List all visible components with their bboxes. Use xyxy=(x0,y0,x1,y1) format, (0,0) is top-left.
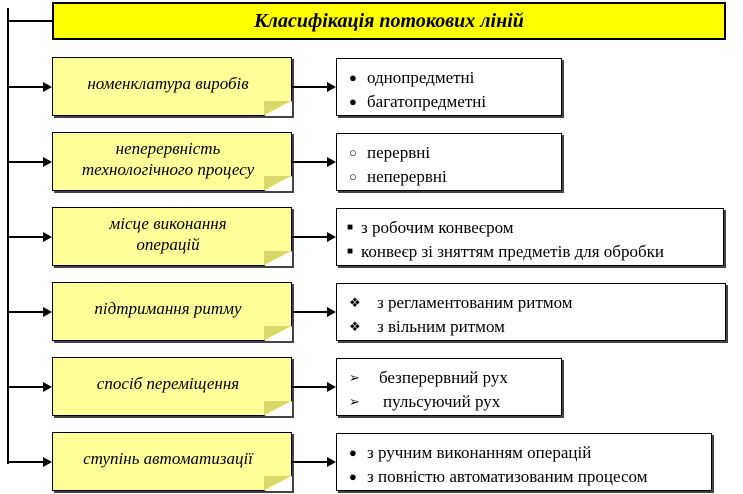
category-box-6: ступінь автоматизації xyxy=(52,432,292,491)
bullet-icon: ● xyxy=(349,469,357,484)
category-box-1: номенклатура виробів xyxy=(52,57,292,116)
category-box-4: підтримання ритму xyxy=(52,282,292,341)
page-fold-shade-6 xyxy=(264,476,291,490)
bullet-icon: ○ xyxy=(349,169,357,184)
option-item: ● з повністю автоматизованим процесом xyxy=(349,465,701,489)
option-connector-2 xyxy=(292,161,327,163)
option-item: ○ перервні xyxy=(349,141,551,165)
option-connector-4 xyxy=(292,311,327,313)
option-item: ○ неперервні xyxy=(349,165,551,189)
option-text: безперервний рух xyxy=(379,368,508,387)
branch-line-4 xyxy=(7,311,43,313)
category-box-5: спосіб переміщення xyxy=(52,357,292,416)
title-text: Класифікація потокових ліній xyxy=(254,9,524,32)
option-item: ➢ пульсуючий рух xyxy=(349,390,551,414)
category-box-2: неперервність технологічного процесу xyxy=(52,132,292,191)
branch-arrow-2 xyxy=(43,157,52,167)
option-arrow-6 xyxy=(327,457,336,467)
branch-line-6 xyxy=(7,461,43,463)
category-label-6: ступінь автоматизації xyxy=(83,449,253,468)
page-fold-shade-5 xyxy=(264,401,291,415)
diagram-title: Класифікація потокових ліній xyxy=(52,2,726,40)
option-text: однопредметні xyxy=(367,68,475,87)
branch-arrow-5 xyxy=(43,382,52,392)
options-box-2: ○ перервні ○ неперервні xyxy=(336,133,562,191)
option-arrow-2 xyxy=(327,157,336,167)
bullet-icon: ○ xyxy=(349,145,357,160)
branch-line-2 xyxy=(7,161,43,163)
options-box-5: ➢ безперервний рух ➢ пульсуючий рух xyxy=(336,358,562,416)
option-item: ● багатопредметні xyxy=(349,90,551,114)
title-connector xyxy=(7,20,52,22)
option-text: пульсуючий рух xyxy=(383,392,501,411)
option-text: з повністю автоматизованим процесом xyxy=(367,467,648,486)
option-item: ● з ручним виконанням операцій xyxy=(349,441,701,465)
page-fold-shade-1 xyxy=(264,101,291,115)
option-item: ❖ з регламентованим ритмом xyxy=(349,291,715,315)
category-label-3: місце виконання операцій xyxy=(109,213,227,254)
option-connector-3 xyxy=(292,236,327,238)
option-connector-5 xyxy=(292,386,327,388)
option-item: ● однопредметні xyxy=(349,66,551,90)
category-label-2: неперервність технологічного процесу xyxy=(81,138,255,179)
category-label-4: підтримання ритму xyxy=(94,299,242,318)
options-box-3: ■ з робочим конвеєром ■ конвеєр зі зняттям… xyxy=(336,208,724,266)
bullet-icon: ➢ xyxy=(349,370,360,385)
option-text: неперервні xyxy=(367,167,447,186)
page-fold-shade-3 xyxy=(264,251,291,265)
bullet-icon: ■ xyxy=(347,222,354,233)
option-text: багатопредметні xyxy=(367,92,487,111)
bullet-icon: ❖ xyxy=(349,319,361,334)
option-arrow-1 xyxy=(327,82,336,92)
option-arrow-3 xyxy=(327,232,336,242)
branch-arrow-1 xyxy=(43,82,52,92)
branch-line-3 xyxy=(7,236,43,238)
option-text: конвеєр зі зняттям предметів для обробки xyxy=(361,242,664,261)
option-arrow-4 xyxy=(327,307,336,317)
branch-arrow-6 xyxy=(43,457,52,467)
bullet-icon: ❖ xyxy=(349,295,361,310)
option-text: з ручним виконанням операцій xyxy=(367,443,592,462)
category-label-1: номенклатура виробів xyxy=(87,74,249,93)
option-item: ❖ з вільним ритмом xyxy=(349,315,715,339)
branch-line-1 xyxy=(7,86,43,88)
bullet-icon: ● xyxy=(349,94,357,109)
option-item: ■ конвеєр зі зняттям предметів для обробк… xyxy=(347,240,713,264)
option-connector-1 xyxy=(292,86,327,88)
bullet-icon: ● xyxy=(349,70,357,85)
options-box-6: ● з ручним виконанням операцій ● з повніст… xyxy=(336,433,712,491)
options-box-1: ● однопредметні ● багатопредметні xyxy=(336,58,562,116)
branch-line-5 xyxy=(7,386,43,388)
bullet-icon: ■ xyxy=(347,246,354,257)
category-box-3: місце виконання операцій xyxy=(52,207,292,266)
bullet-icon: ● xyxy=(349,445,357,460)
options-box-4: ❖ з регламентованим ритмом ❖ з вільним рит… xyxy=(336,283,726,341)
option-item: ■ з робочим конвеєром xyxy=(347,216,713,240)
option-connector-6 xyxy=(292,461,327,463)
option-text: з вільним ритмом xyxy=(377,317,505,336)
branch-arrow-3 xyxy=(43,232,52,242)
category-label-5: спосіб переміщення xyxy=(96,374,240,393)
option-arrow-5 xyxy=(327,382,336,392)
bullet-icon: ➢ xyxy=(349,394,360,409)
branch-arrow-4 xyxy=(43,307,52,317)
page-fold-shade-2 xyxy=(264,176,291,190)
option-item: ➢ безперервний рух xyxy=(349,366,551,390)
option-text: з робочим конвеєром xyxy=(361,218,514,237)
option-text: з регламентованим ритмом xyxy=(377,293,573,312)
option-text: перервні xyxy=(367,143,431,162)
page-fold-shade-4 xyxy=(264,326,291,340)
